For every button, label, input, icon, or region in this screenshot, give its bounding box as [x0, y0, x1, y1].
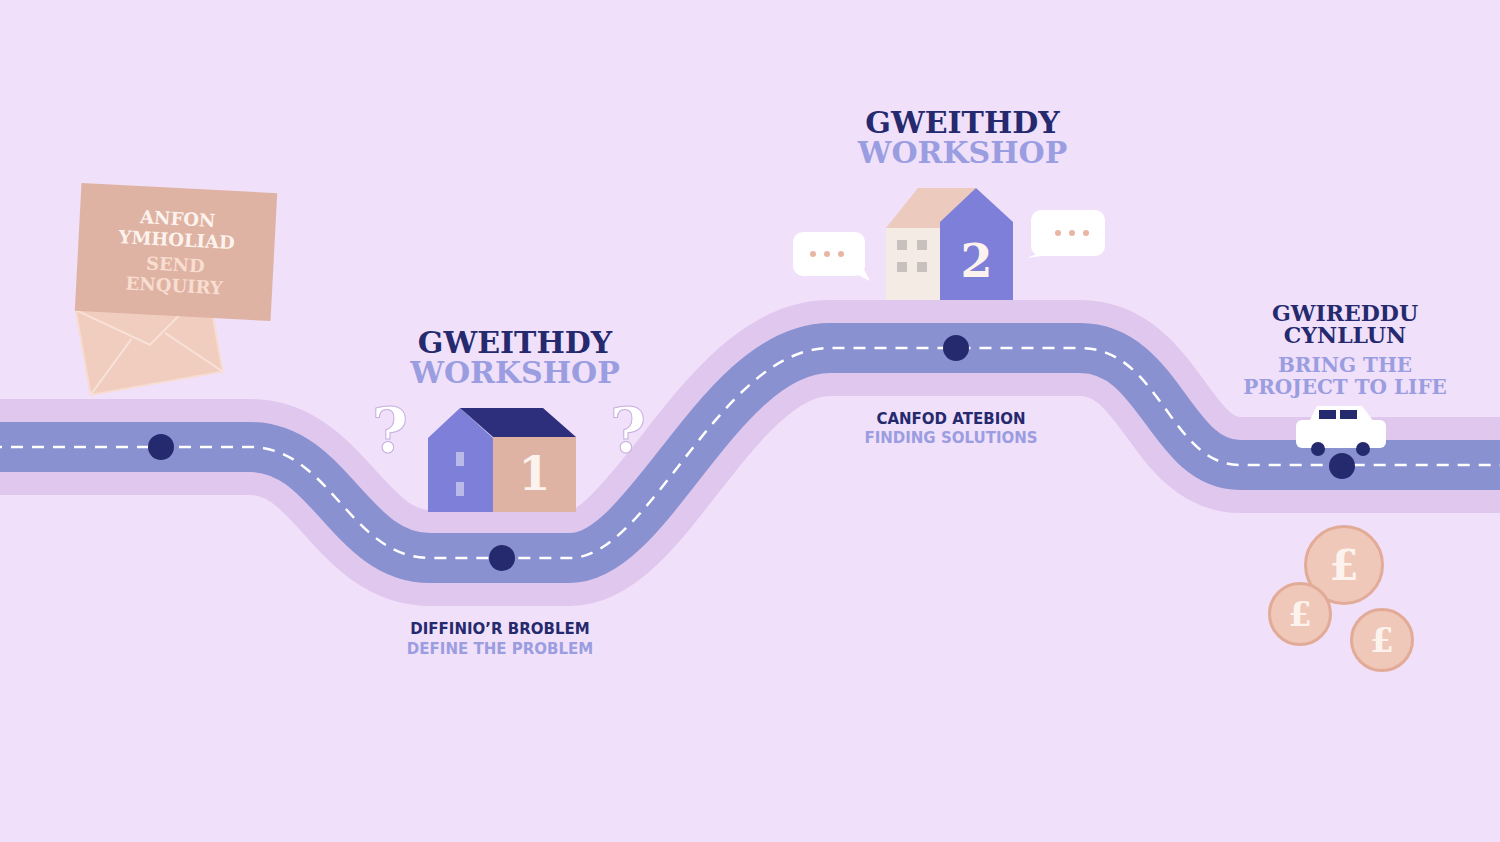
- workshop-number: 2: [940, 226, 1013, 296]
- enquiry-card: ANFON YMHOLIADSEND ENQUIRY: [75, 183, 277, 321]
- stage-caption: DEFINE THE PROBLEM: [340, 639, 660, 659]
- coin-circle: £: [1350, 608, 1414, 672]
- stage-heading: BRING THE PROJECT TO LIFE: [1228, 354, 1463, 398]
- workshop-number: 1: [493, 440, 576, 508]
- stage-heading: WORKSHOP: [380, 358, 650, 388]
- workshop-house: GWEITHDYWORKSHOP 1: [380, 328, 650, 513]
- road-verge: [0, 348, 1500, 558]
- pound-sign: £: [1288, 594, 1312, 634]
- card-text: ANFON YMHOLIAD: [101, 204, 253, 254]
- pound-sign: £: [1370, 620, 1394, 660]
- road: [0, 348, 1500, 558]
- workshop-house: GWEITHDYWORKSHOP 2: [830, 108, 1095, 303]
- stage-heading: GWIREDDU CYNLLUN: [1235, 302, 1455, 346]
- stage-heading: WORKSHOP: [830, 138, 1095, 168]
- stage-heading: GWEITHDY: [830, 108, 1095, 138]
- speech-bubble: [1027, 210, 1105, 258]
- stage-dot: [489, 545, 515, 571]
- coin-circle: £: [1268, 582, 1332, 646]
- stage-dot: [1329, 453, 1355, 479]
- stage-dot: [148, 434, 174, 460]
- stage-heading: GWEITHDY: [380, 328, 650, 358]
- stage-caption: FINDING SOLUTIONS: [791, 428, 1111, 448]
- stage-caption: CANFOD ATEBION: [791, 409, 1111, 429]
- stage-caption: DIFFINIO’R BROBLEM: [340, 619, 660, 639]
- speech-bubble: [793, 232, 870, 281]
- pound-sign: £: [1329, 541, 1358, 590]
- card-text: SEND ENQUIRY: [99, 250, 251, 300]
- stage-dot: [943, 335, 969, 361]
- question-mark: ?: [598, 398, 658, 464]
- road-centre-line: [0, 348, 1500, 558]
- car: [1296, 406, 1386, 456]
- question-mark: ?: [360, 398, 420, 464]
